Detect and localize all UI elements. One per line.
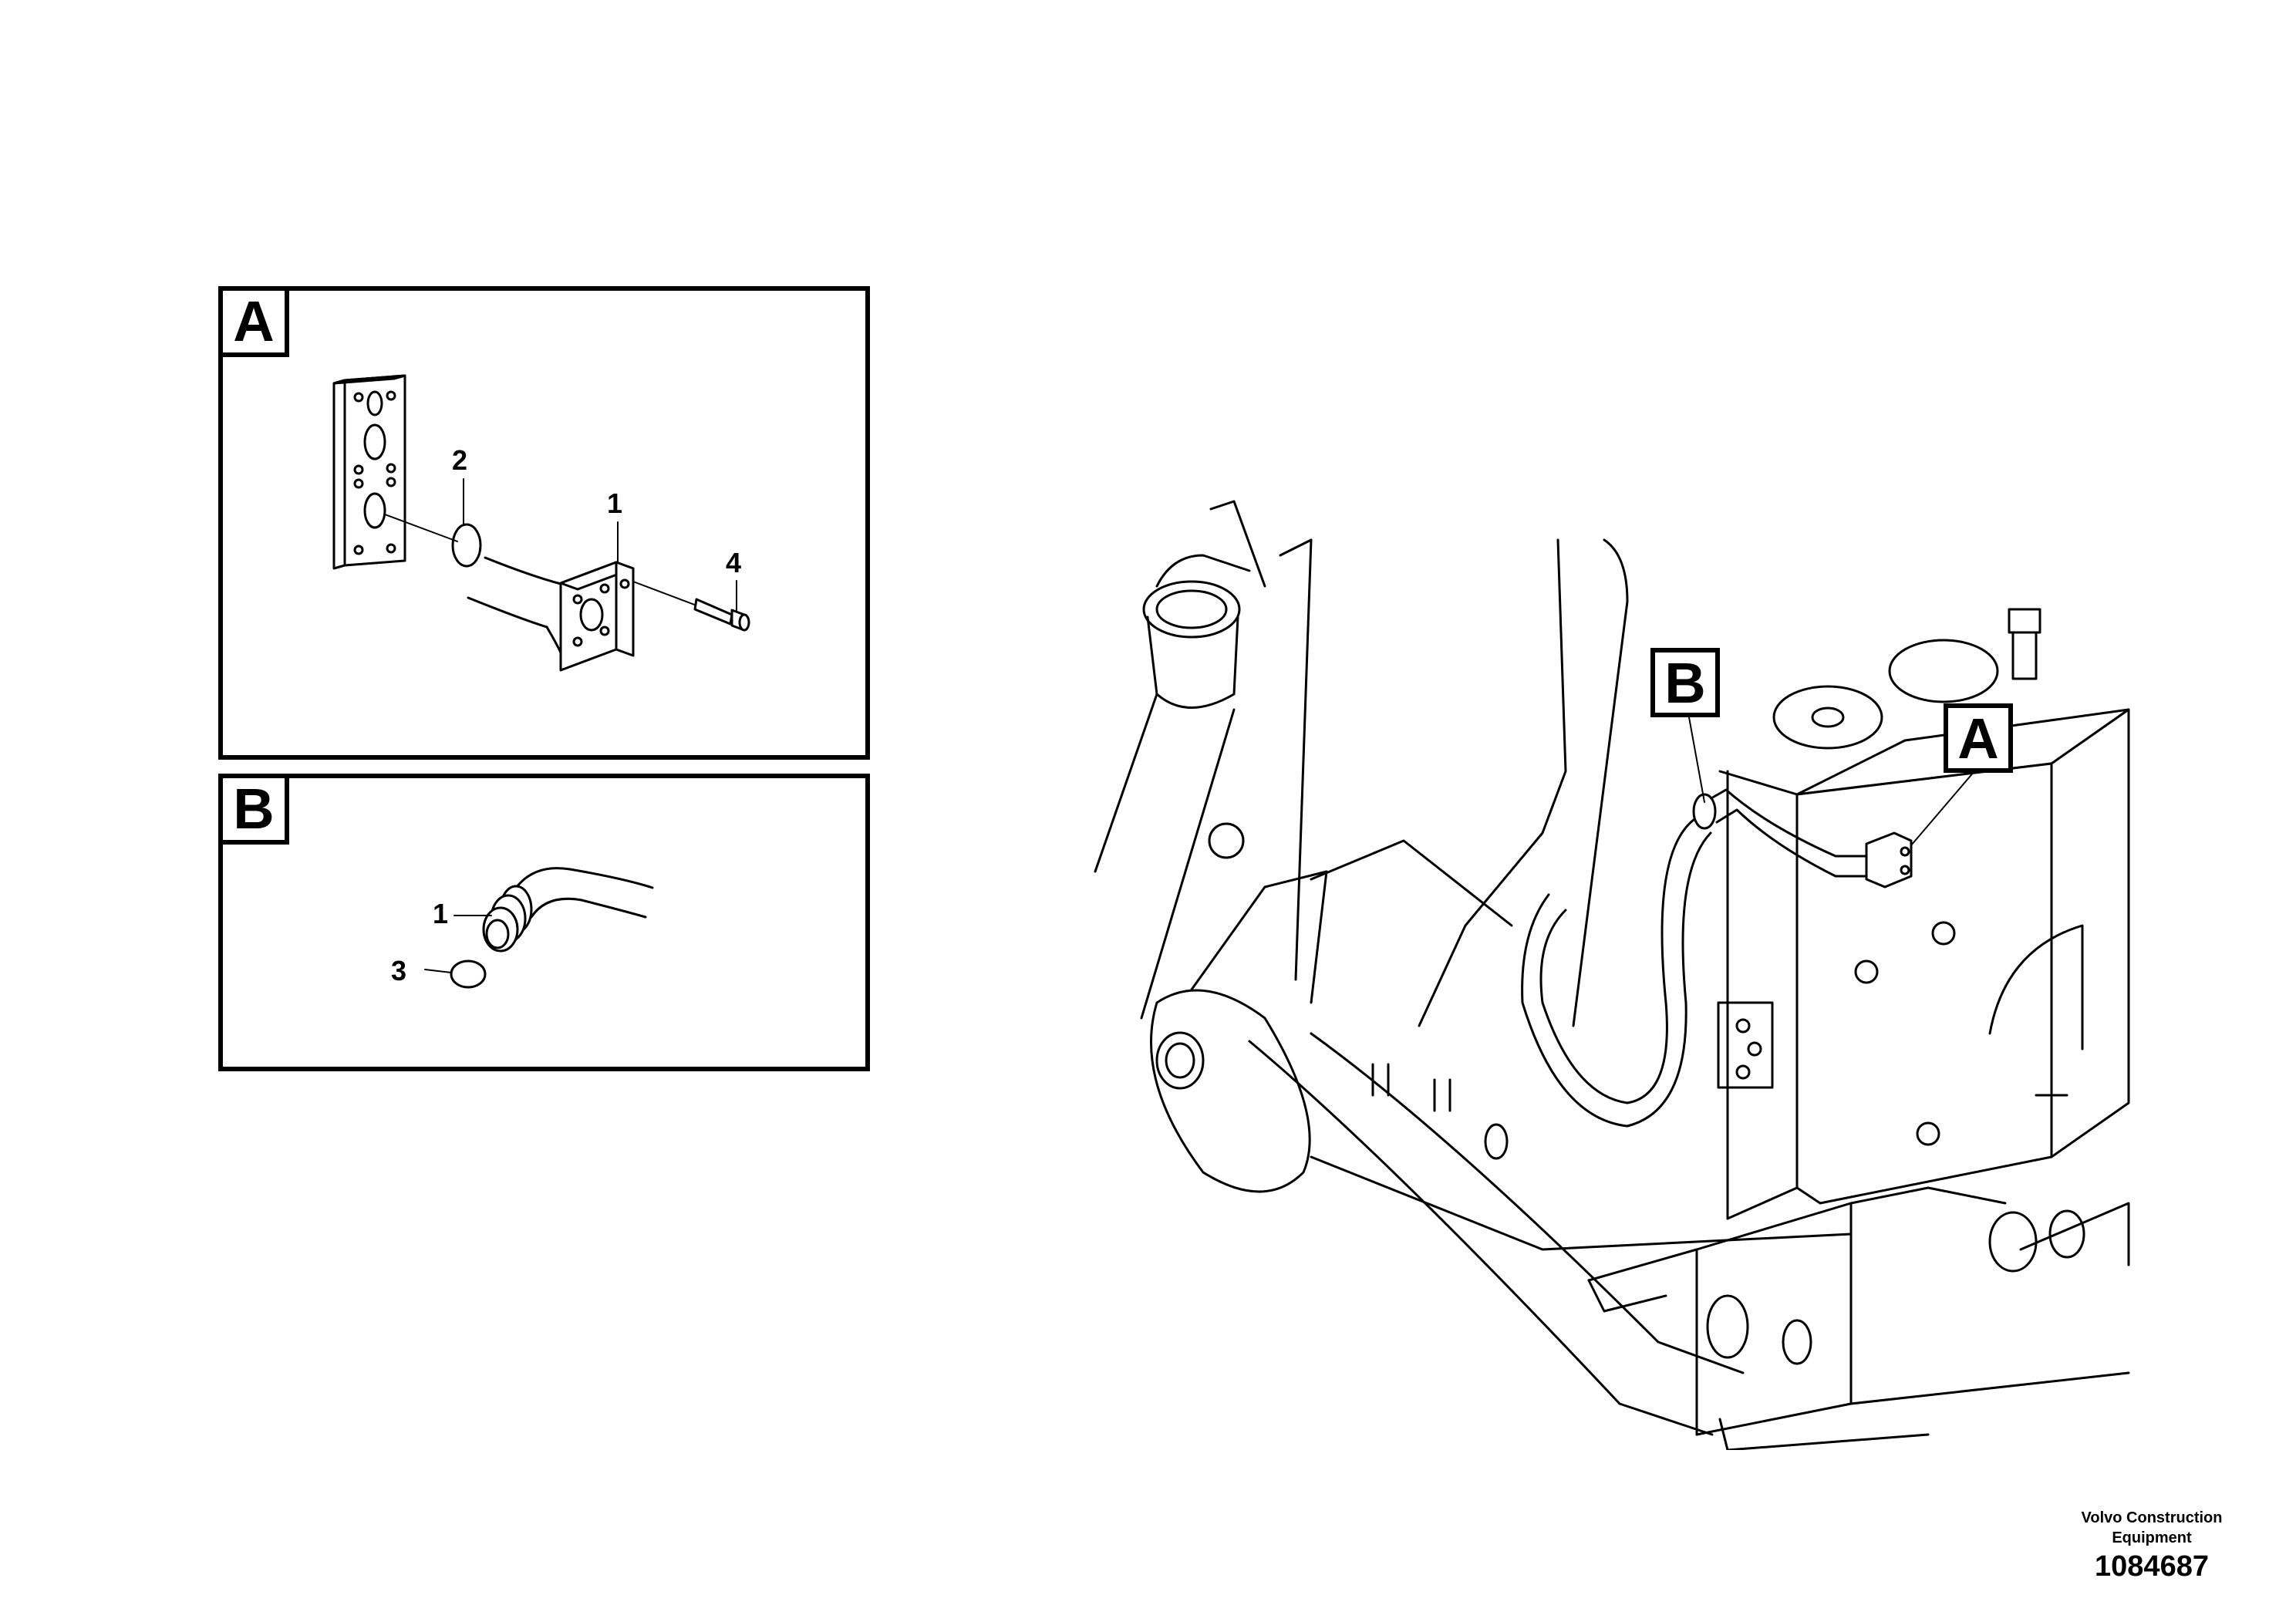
detail-panel-b: B 1 3 xyxy=(218,774,870,1071)
o-ring xyxy=(451,523,482,568)
mounting-plate xyxy=(332,374,406,570)
panel-b-drawing xyxy=(424,867,654,989)
label-item-3: 3 xyxy=(391,955,407,986)
bolt xyxy=(632,581,750,632)
upper-frame xyxy=(1248,1032,2130,1450)
hydraulic-cylinder xyxy=(1094,500,1266,1020)
panel-a-tag: A xyxy=(223,291,289,357)
pipe xyxy=(1692,788,1913,889)
callout-b: B xyxy=(1650,648,1720,717)
callout-a: A xyxy=(1944,703,2013,773)
detail-panel-a: A xyxy=(218,286,870,760)
company-name: Volvo Construction Equipment xyxy=(2081,1509,2223,1546)
o-ring xyxy=(450,959,487,989)
hose-fitting xyxy=(482,885,533,953)
drawing-number: 1084687 xyxy=(2095,1550,2209,1583)
panel-b-tag: B xyxy=(223,778,289,845)
panel-a-drawing xyxy=(332,374,750,672)
hose xyxy=(1521,816,1712,1128)
arm-structure xyxy=(1186,538,1629,1027)
valve-block xyxy=(1717,608,2130,1220)
label-item-1: 1 xyxy=(433,898,449,929)
label-item-4: 4 xyxy=(726,547,742,578)
machine-assembly-drawing xyxy=(1094,500,2130,1450)
label-item-2: 2 xyxy=(452,444,468,476)
flange-block xyxy=(559,561,635,672)
swing-link xyxy=(1150,989,1311,1193)
label-item-1: 1 xyxy=(607,487,623,519)
